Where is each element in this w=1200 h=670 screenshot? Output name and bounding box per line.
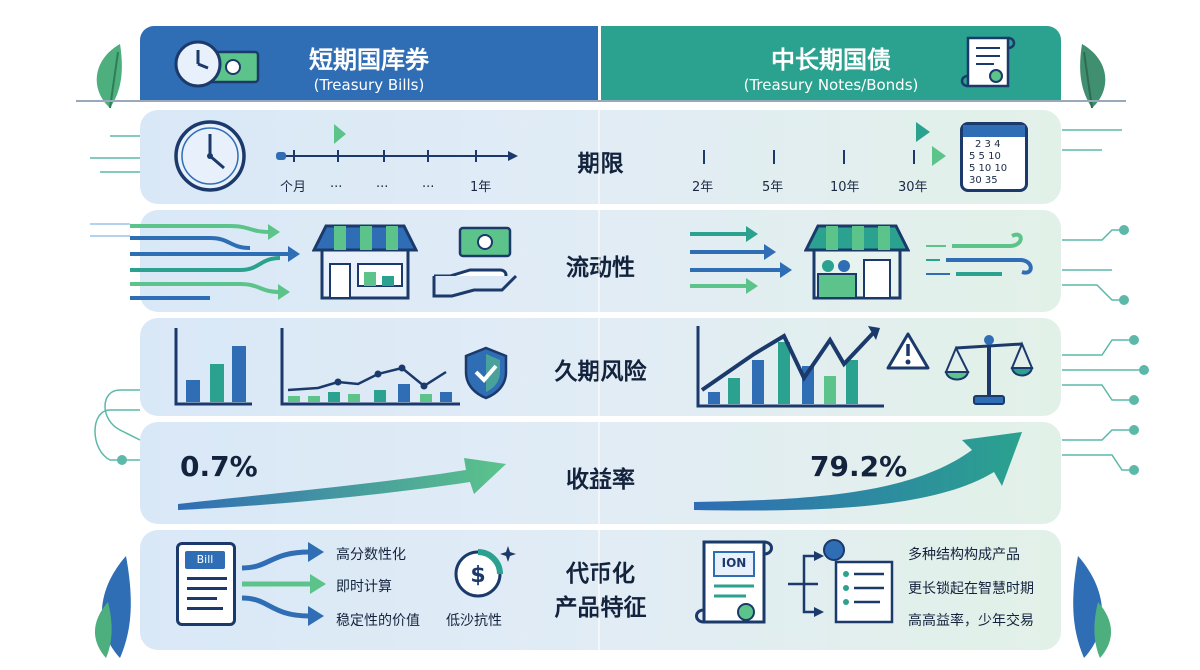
center-divider xyxy=(598,104,600,650)
header-right-subtitle: (Treasury Notes/Bonds) xyxy=(743,76,919,94)
leaf-decoration-top-left xyxy=(96,44,122,109)
dollar-coin-icon: $ xyxy=(454,546,516,598)
bond-feature-1: 更长锁起在智慧时期 xyxy=(908,581,1034,597)
calendar-line-2: 5 10 10 xyxy=(969,163,1008,174)
high-volatility-chart-icon xyxy=(696,326,884,408)
row-liquidity: 流动性 xyxy=(140,210,1061,312)
warning-icon xyxy=(886,332,930,370)
short-bar-chart-icon xyxy=(174,328,252,406)
calendar-line-0: 2 3 4 xyxy=(975,139,1001,150)
header-left-subtitle: (Treasury Bills) xyxy=(313,76,425,94)
shop-icon-left xyxy=(312,224,418,300)
header-right-title: 中长期国债 xyxy=(771,46,891,74)
calendar-line-1: 5 5 10 xyxy=(969,151,1001,162)
long-term-timeline xyxy=(688,122,946,166)
bond-feature-2: 高高益率，少年交易 xyxy=(908,613,1034,629)
calendar-icon: 2 3 4 5 5 10 5 10 10 30 35 xyxy=(960,122,1028,192)
bond-feature-0: 多种结构构成产品 xyxy=(908,547,1020,563)
header-underline xyxy=(76,100,1126,102)
row-term-label: 期限 xyxy=(577,151,624,177)
balance-scale-icon xyxy=(944,335,1034,405)
bill-feature-1: 即时计算 xyxy=(336,579,392,595)
header-left-title: 短期国库券 xyxy=(309,46,429,74)
shield-check-icon xyxy=(464,346,508,400)
bill-document-icon: Bill xyxy=(176,542,236,626)
wind-icon xyxy=(926,232,1033,276)
term-right-tick-3: 30年 xyxy=(898,180,928,195)
short-term-timeline xyxy=(276,124,518,162)
row-tokenized-label-1: 代币化 xyxy=(566,561,635,587)
low-volatility-chart-icon xyxy=(280,328,460,406)
fast-flow-arrows xyxy=(90,223,300,300)
leaf-decoration-bottom-right xyxy=(1073,556,1112,658)
bill-feature-2: 稳定性的价值 xyxy=(336,613,420,629)
row-yield-label: 收益率 xyxy=(566,467,635,493)
calendar-line-3: 30 35 xyxy=(969,175,998,186)
svg-text:$: $ xyxy=(470,563,485,588)
header-divider xyxy=(598,26,601,102)
term-right-tick-2: 10年 xyxy=(830,180,860,195)
term-left-tick-0: 个月 xyxy=(280,180,307,195)
side-lines-right xyxy=(1062,129,1149,475)
hand-money-icon xyxy=(432,226,518,298)
term-left-tick-3: ... xyxy=(422,176,435,191)
row-liquidity-label: 流动性 xyxy=(566,255,635,281)
term-left-tick-1: ... xyxy=(330,176,343,191)
term-left-tick-2: ... xyxy=(376,176,389,191)
bill-document-label: Bill xyxy=(185,551,225,569)
scroll-document-icon xyxy=(960,36,1016,88)
ion-document-label: ION xyxy=(721,556,747,570)
side-lines-left xyxy=(80,100,141,465)
yield-right-arrow xyxy=(694,432,1022,511)
row-tokenized: 代币化 产品特征 xyxy=(140,530,1061,650)
yield-left-arrow xyxy=(178,458,506,510)
bill-feature-arrows xyxy=(241,542,326,626)
leaf-decoration-top-right xyxy=(1080,44,1106,109)
slow-flow-arrows xyxy=(690,226,792,294)
row-tokenized-label-2: 产品特征 xyxy=(554,595,647,621)
leaf-decoration-bottom-left xyxy=(94,556,131,658)
bill-feature-0: 高分数性化 xyxy=(336,547,406,563)
shop-icon-right xyxy=(804,224,910,300)
row-yield: 收益率 xyxy=(140,422,1061,524)
row-duration-risk-label: 久期风险 xyxy=(554,359,647,385)
bond-structure-diagram xyxy=(788,539,894,624)
yield-left-value: 0.7% xyxy=(180,450,258,483)
ion-document-icon xyxy=(695,540,773,624)
term-right-tick-1: 5年 xyxy=(762,180,784,195)
clock-money-icon xyxy=(174,40,260,88)
term-right-tick-0: 2年 xyxy=(692,180,714,195)
yield-right-value: 79.2% xyxy=(810,450,908,483)
bill-feature-extra: 低沙抗性 xyxy=(446,613,502,629)
clock-icon xyxy=(174,120,246,192)
term-left-tick-4: 1年 xyxy=(470,180,492,195)
